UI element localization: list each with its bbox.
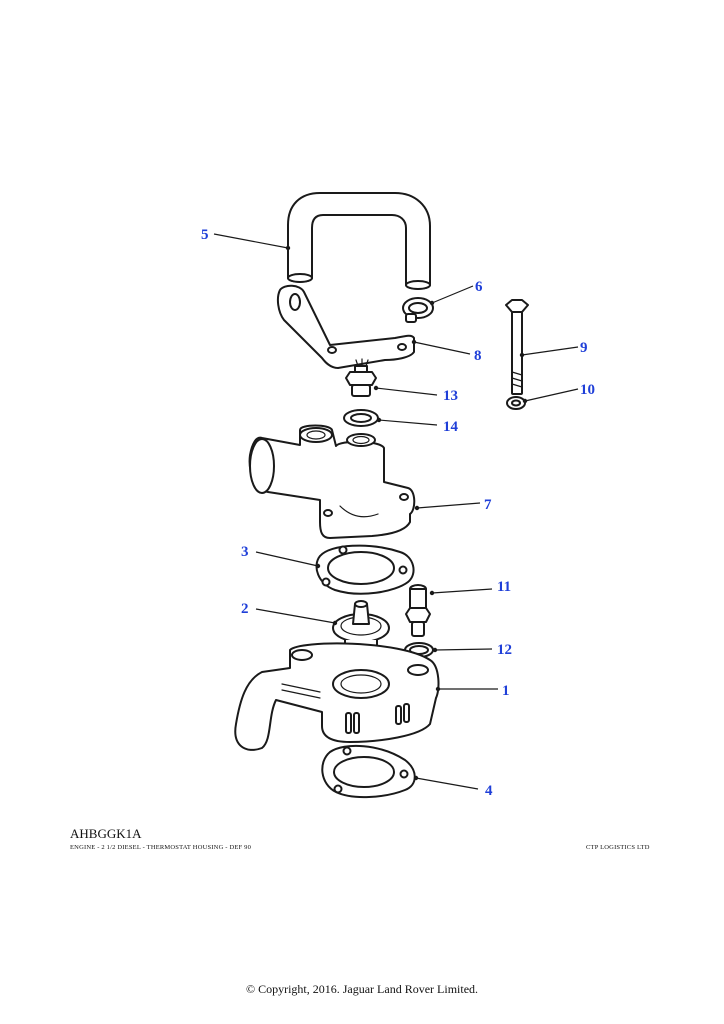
callout-13: 13 (443, 388, 458, 404)
callout-9: 9 (580, 340, 588, 356)
callout-labels: 5 6 8 9 10 13 14 7 3 2 11 12 1 4 (201, 227, 595, 799)
callout-3: 3 (241, 544, 249, 560)
callout-12: 12 (497, 642, 512, 658)
bolt-part (505, 299, 529, 395)
diagram-subtitle: ENGINE - 2 1/2 DIESEL - THERMOSTAT HOUSI… (70, 844, 252, 851)
callout-11: 11 (497, 579, 511, 595)
callout-10: 10 (580, 382, 595, 398)
hose-part (287, 192, 431, 290)
copyright-notice: © Copyright, 2016. Jaguar Land Rover Lim… (245, 982, 479, 996)
callout-6: 6 (475, 279, 483, 295)
upper-gasket-part (315, 544, 415, 595)
callout-2: 2 (241, 601, 249, 617)
callout-8: 8 (474, 348, 482, 364)
washer-part (343, 409, 379, 427)
callout-14: 14 (443, 419, 459, 435)
bracket-part (276, 284, 415, 369)
thermostat-housing-lower-part (234, 642, 440, 751)
clip-part (402, 297, 434, 323)
thermostat-housing-upper-part (248, 424, 416, 539)
leader-lines (213, 233, 579, 790)
callout-4: 4 (485, 783, 493, 799)
diagram-reference-code: AHBGGK1A (70, 826, 142, 841)
callout-1: 1 (502, 683, 510, 699)
temperature-switch-part (345, 358, 377, 397)
callout-5: 5 (201, 227, 209, 243)
lock-washer-part (506, 396, 526, 410)
callout-7: 7 (484, 497, 492, 513)
adaptor-part (405, 584, 431, 637)
vendor-label: CTP LOGISTICS LTD (586, 844, 650, 851)
lower-gasket-part (321, 744, 416, 799)
